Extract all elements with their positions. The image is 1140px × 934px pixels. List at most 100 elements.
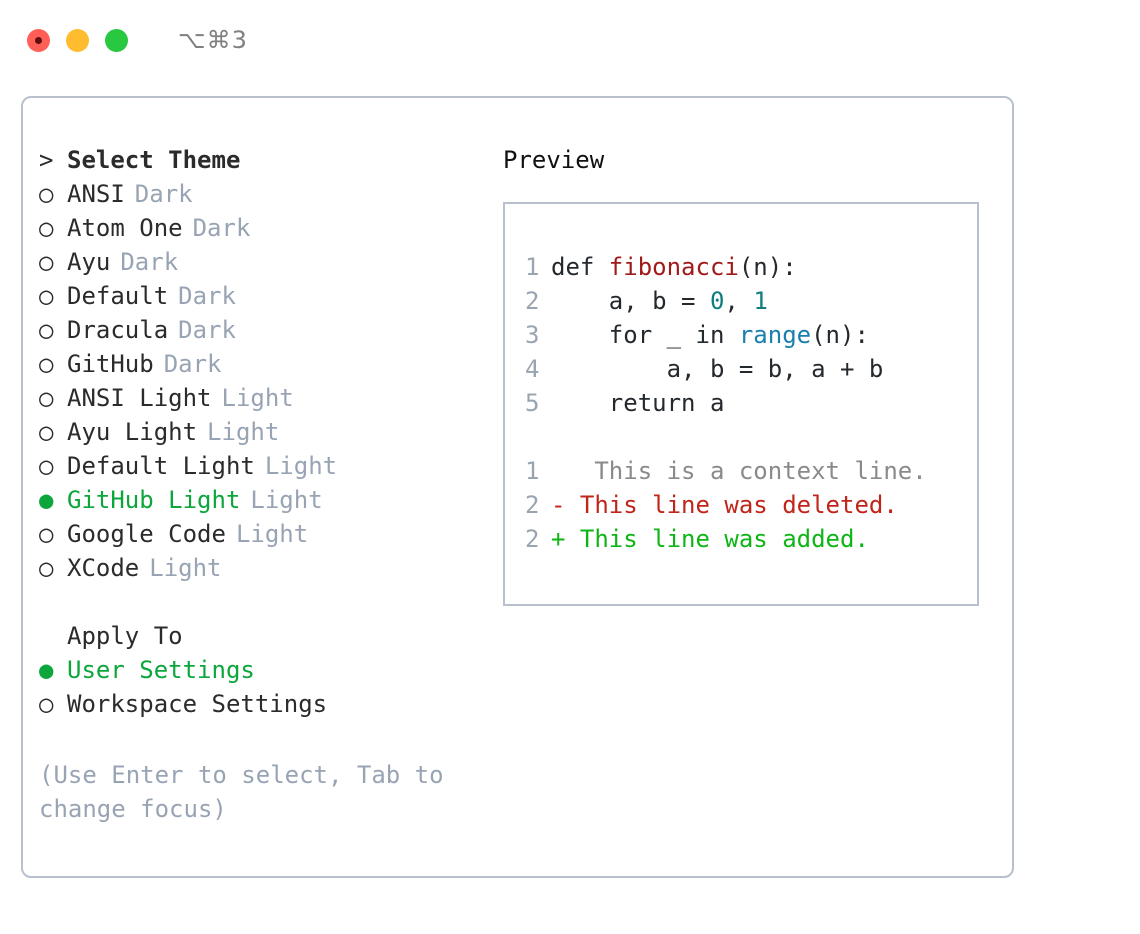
theme-list-item[interactable]: ○ Dracula Dark: [39, 316, 503, 350]
radio-unselected-icon[interactable]: ○: [39, 452, 54, 480]
code-token: range: [738, 321, 812, 349]
diff-line: 2+ This line was added.: [525, 522, 977, 556]
code-line-content: return a: [551, 386, 725, 420]
theme-variant-tag: Light: [235, 520, 309, 548]
code-token: def: [551, 253, 609, 281]
code-token: (n):: [811, 321, 869, 349]
radio-unselected-icon[interactable]: ○: [39, 248, 54, 276]
radio-selected-icon[interactable]: ●: [39, 656, 54, 684]
apply-to-label: Workspace Settings: [67, 690, 328, 718]
maximize-button[interactable]: [105, 28, 128, 52]
code-token: a, b =: [551, 287, 710, 315]
prompt-caret-icon: >: [39, 146, 54, 174]
diff-sample: 1 This is a context line. 2- This line wa…: [525, 454, 977, 556]
radio-unselected-icon[interactable]: ○: [39, 554, 54, 582]
window-controls: [27, 28, 128, 52]
theme-variant-tag: Dark: [120, 248, 179, 276]
theme-name: XCode: [67, 554, 140, 582]
diff-sign: -: [551, 491, 566, 519]
theme-list-item[interactable]: ○ Ayu Light Light: [39, 418, 503, 452]
radio-unselected-icon[interactable]: ○: [39, 214, 54, 242]
apply-to-heading: ○ Apply To: [39, 622, 503, 656]
apply-to-title: Apply To: [67, 622, 183, 650]
theme-name: Ayu: [67, 248, 111, 276]
code-line-content: a, b = 0, 1: [551, 284, 768, 318]
select-theme-title: Select Theme: [67, 146, 241, 174]
diff-sign: [551, 454, 565, 488]
title-bar: ⌥⌘3: [0, 0, 1140, 80]
diff-line-content: This line was added.: [565, 525, 869, 553]
minimize-button[interactable]: [66, 28, 89, 52]
code-token: return a: [551, 389, 725, 417]
code-token: for _ in: [551, 321, 739, 349]
diff-line-content: This line was deleted.: [565, 491, 898, 519]
select-theme-heading: > Select Theme: [39, 146, 503, 180]
theme-variant-tag: Light: [207, 418, 280, 446]
theme-variant-tag: Light: [221, 384, 294, 412]
radio-unselected-icon[interactable]: ○: [39, 350, 54, 378]
code-token: ,: [724, 287, 754, 315]
radio-unselected-icon[interactable]: ○: [39, 180, 54, 208]
radio-unselected-icon[interactable]: ○: [39, 690, 54, 718]
line-number: 2: [525, 525, 540, 553]
theme-name: Atom One: [67, 214, 183, 242]
line-number: 2: [525, 491, 540, 519]
theme-name: Ayu Light: [67, 418, 198, 446]
code-token: a, b = b, a + b: [551, 355, 884, 383]
close-button[interactable]: [27, 28, 50, 52]
code-line-content: a, b = b, a + b: [551, 352, 884, 386]
radio-unselected-icon[interactable]: ○: [39, 316, 54, 344]
keyboard-hint: (Use Enter to select, Tab to change focu…: [39, 761, 444, 823]
radio-unselected-icon[interactable]: ○: [39, 384, 54, 412]
theme-name: Dracula: [67, 316, 169, 344]
code-line: 3 for _ in range(n):: [525, 318, 977, 352]
line-number: 1: [525, 457, 540, 485]
theme-list-item[interactable]: ○ Atom One Dark: [39, 214, 503, 248]
code-token: (n):: [738, 253, 797, 281]
theme-list-item[interactable]: ○ XCode Light: [39, 554, 503, 588]
theme-variant-tag: Dark: [178, 282, 236, 310]
line-number: 4: [525, 355, 540, 383]
keyboard-shortcut-label: ⌥⌘3: [178, 26, 248, 54]
theme-variant-tag: Dark: [192, 214, 251, 242]
diff-line-content: This is a context line.: [565, 457, 927, 485]
theme-list-item[interactable]: ○ Ayu Dark: [39, 248, 503, 282]
code-line: 2 a, b = 0, 1: [525, 284, 977, 318]
theme-variant-tag: Light: [149, 554, 222, 582]
radio-unselected-icon[interactable]: ○: [39, 520, 54, 548]
code-token: 1: [753, 287, 768, 315]
radio-unselected-icon[interactable]: ○: [39, 418, 54, 446]
theme-name: Default: [67, 282, 169, 310]
line-number: 1: [525, 253, 540, 281]
line-number: 5: [525, 389, 540, 417]
theme-name: ANSI: [67, 180, 125, 208]
code-line-content: for _ in range(n):: [551, 318, 869, 352]
spacer-icon: ○: [39, 622, 67, 650]
radio-selected-icon[interactable]: ●: [39, 486, 54, 514]
theme-name: GitHub Light: [67, 486, 241, 514]
theme-variant-tag: Dark: [163, 350, 222, 378]
apply-to-option[interactable]: ○ Workspace Settings: [39, 690, 503, 724]
theme-list-item[interactable]: ○ Default Dark: [39, 282, 503, 316]
diff-line: 2- This line was deleted.: [525, 488, 977, 522]
radio-unselected-icon[interactable]: ○: [39, 282, 54, 310]
theme-name: Default Light: [67, 452, 255, 480]
code-token: 0: [709, 287, 725, 315]
apply-to-option[interactable]: ●User Settings: [39, 656, 503, 690]
apply-to-list: ●User Settings○ Workspace Settings: [39, 656, 503, 724]
line-number: 2: [525, 287, 540, 315]
theme-variant-tag: Dark: [178, 316, 236, 344]
